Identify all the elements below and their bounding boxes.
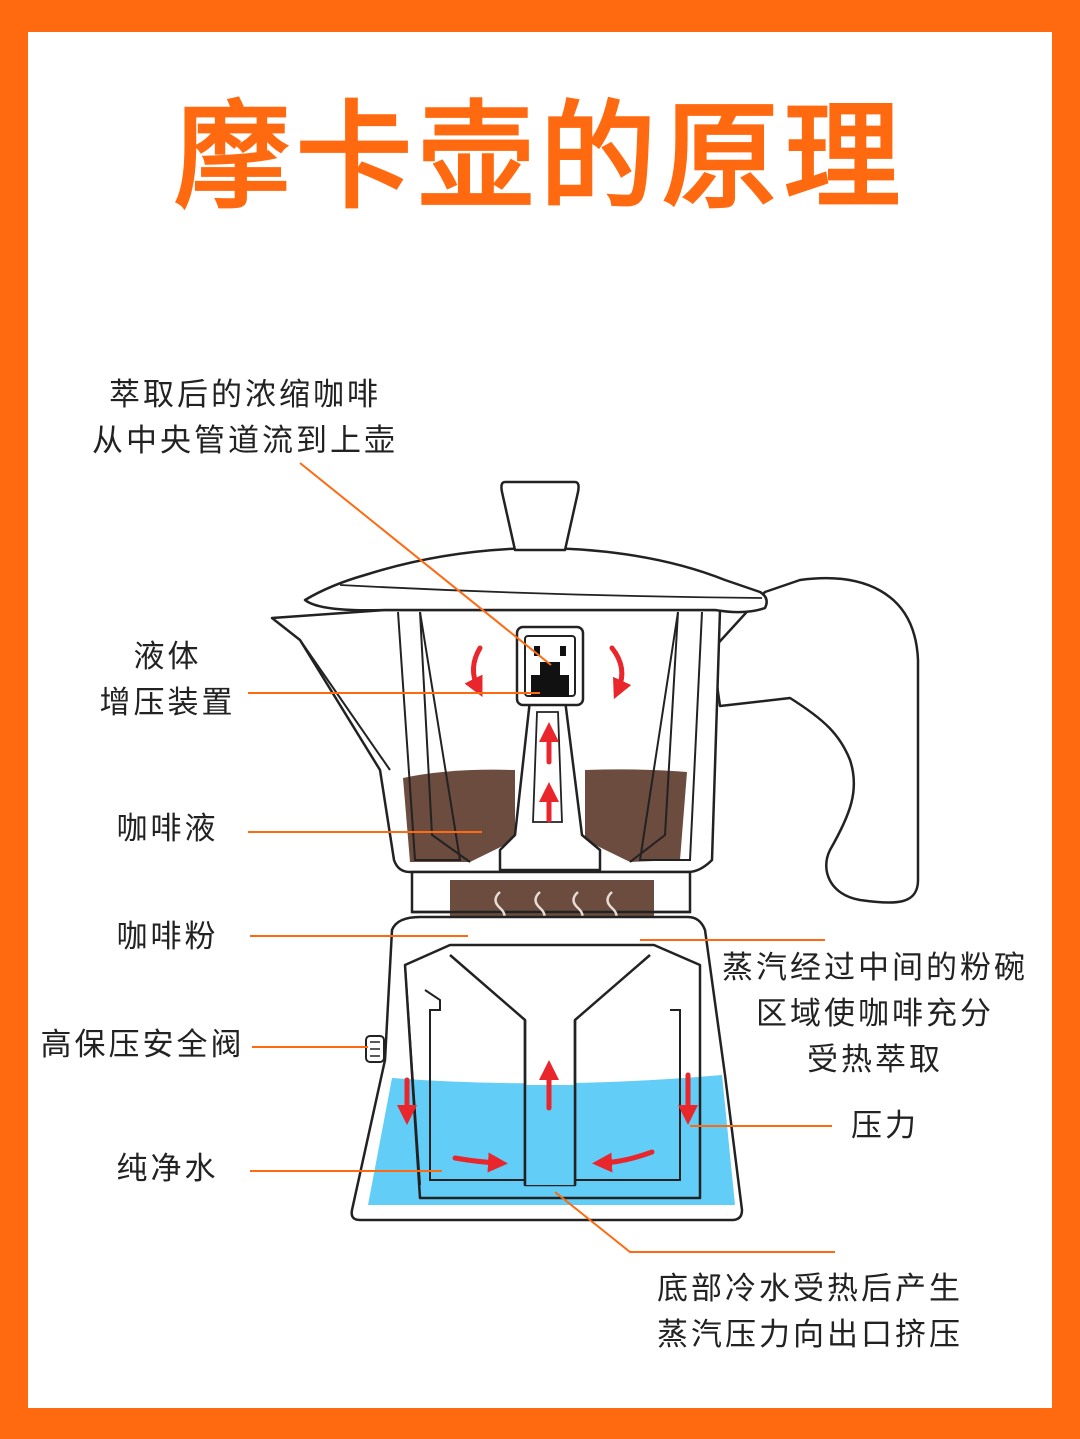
label-coffee-liquid: 咖啡液 xyxy=(116,811,219,847)
funnel xyxy=(403,943,702,1200)
label-pressure-device: 液体 增压装置 xyxy=(80,634,255,726)
label-text: 区域使咖啡充分 xyxy=(756,996,994,1032)
label-text: 蒸汽压力向出口挤压 xyxy=(657,1317,963,1353)
label-safety-valve: 高保压安全阀 xyxy=(40,1027,245,1063)
label-steam-extraction: 蒸汽经过中间的粉碗 区域使咖啡充分 受热萃取 xyxy=(700,945,1050,1083)
safety-valve-icon xyxy=(365,1035,385,1063)
coffee-liquid-left xyxy=(403,769,515,862)
label-text: 蒸汽经过中间的粉碗 xyxy=(722,950,1028,986)
label-text: 受热萃取 xyxy=(807,1042,943,1078)
label-concentrated-coffee: 萃取后的浓缩咖啡 从中央管道流到上壶 xyxy=(60,372,430,464)
pressure-valve xyxy=(531,662,569,697)
label-text: 萃取后的浓缩咖啡 xyxy=(109,377,381,413)
pot-handle xyxy=(710,576,920,904)
label-text: 从中央管道流到上壶 xyxy=(92,423,398,459)
pot-lid xyxy=(303,546,768,614)
label-bottom-steam-pressure: 底部冷水受热后产生 蒸汽压力向出口挤压 xyxy=(635,1266,985,1358)
label-text: 增压装置 xyxy=(99,685,236,721)
flow-arrows xyxy=(397,645,698,1173)
label-pressure: 压力 xyxy=(851,1108,919,1144)
leader-lines xyxy=(248,462,835,1253)
label-text: 底部冷水受热后产生 xyxy=(657,1271,963,1307)
page-title: 摩卡壶的原理 xyxy=(174,90,906,225)
label-coffee-powder: 咖啡粉 xyxy=(116,919,219,955)
label-water: 纯净水 xyxy=(116,1151,219,1187)
label-text: 液体 xyxy=(133,639,202,675)
lid-knob xyxy=(500,480,580,552)
